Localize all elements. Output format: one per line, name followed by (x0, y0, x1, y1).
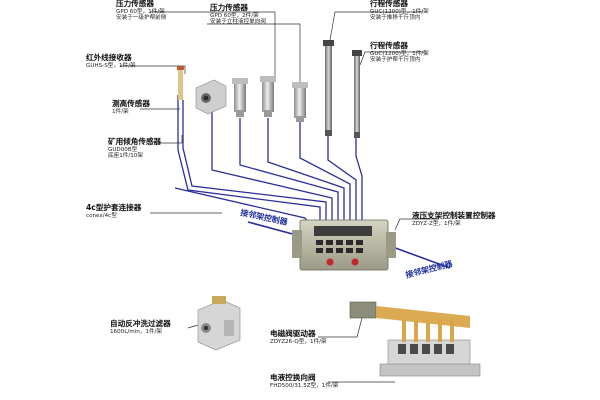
stroke-sensor-1-mount: 安装于推移千斤顶内 (370, 15, 421, 22)
controller-box (292, 219, 396, 271)
stroke-sensor-2-label: 行程传感器 GUC(1200)型，1件/架 安装于护帮千斤顶内 (370, 41, 429, 64)
ir-receiver-title: 红外线接收器 (86, 53, 132, 62)
stroke-sensor-1-title: 行程传感器 (370, 0, 408, 8)
stroke-sensor-1-spec: GUC(1200)型，1件/架 (370, 8, 429, 15)
connector-title: 4c型护套连接器 (86, 203, 142, 212)
angle-sensor (195, 79, 227, 115)
connector-spec: conex/4c型 (86, 212, 117, 219)
valve-spec: FHD500/31.5Z型，1件/架 (270, 382, 339, 389)
stroke-sensor-2-mount: 安装于护帮千斤顶内 (370, 57, 421, 64)
solenoid-driver (349, 301, 470, 328)
controller-title: 液压支架控制装置控制器 (412, 211, 496, 220)
controller-spec: ZDYZ-Z型，1件/架 (412, 220, 461, 227)
connector-label: 4c型护套连接器 conex/4c型 (86, 203, 142, 219)
pressure-sensor-1 (232, 78, 248, 117)
filter-block (197, 296, 241, 351)
angle-sensor-spec: GUD00B型 (108, 146, 138, 153)
pressure-sensor-3 (292, 82, 308, 122)
driver-spec: ZDYZ26-Q型，1件/架 (270, 338, 327, 345)
neighbor-cables (247, 221, 451, 269)
filter-spec: 1600L/min，1件/架 (110, 328, 163, 335)
ir-receiver (177, 66, 184, 100)
valve-label: 电液控换向阀 FHD500/31.5Z型，1件/架 (270, 373, 339, 389)
angle-sensor-title: 矿用倾角传感器 (108, 137, 162, 146)
valve-title: 电液控换向阀 (270, 373, 316, 382)
stroke-sensor-rod-2 (352, 50, 362, 138)
pressure-sensor-2-label: 压力传感器 GPD 60型，2件/架 安装于立柱液控单向阀 (210, 3, 266, 26)
height-sensor-spec: 1件/架 (112, 108, 129, 115)
pressure-sensor-2-title: 压力传感器 (210, 3, 248, 12)
stroke-sensor-1-label: 行程传感器 GUC(1200)型，1件/架 安装于推移千斤顶内 (370, 0, 429, 22)
filter-label: 自动反冲洗过滤器 1600L/min，1件/架 (110, 319, 171, 335)
stroke-sensor-rod-1 (323, 40, 334, 136)
ir-receiver-label: 红外线接收器 GUHS-S型，1件/架 (86, 53, 136, 69)
pressure-sensor-1-label: 压力传感器 GPD 60型，1件/架 安装于一级护帮前侧 (116, 0, 166, 22)
valve-bank (379, 318, 481, 377)
angle-sensor-label: 矿用倾角传感器 GUD00B型 底座1件/10架 (108, 137, 162, 160)
driver-label: 电磁阀驱动器 ZDYZ26-Q型，1件/架 (270, 329, 327, 345)
pressure-sensor-1-spec: GPD 60型，1件/架 (116, 8, 165, 15)
stroke-sensor-2-spec: GUC(1200)型，1件/架 (370, 50, 429, 57)
height-sensor-label: 测高传感器 1件/架 (112, 99, 150, 115)
pressure-sensor-2-mount: 安装于立柱液控单向阀 (210, 19, 266, 26)
pressure-sensor-1-mount: 安装于一级护帮前侧 (116, 15, 167, 22)
filter-title: 自动反冲洗过滤器 (110, 319, 171, 328)
stroke-sensor-2-title: 行程传感器 (370, 41, 408, 50)
controller-label: 液压支架控制装置控制器 ZDYZ-Z型，1件/架 (412, 211, 496, 227)
pressure-sensor-1-title: 压力传感器 (116, 0, 154, 8)
driver-title: 电磁阀驱动器 (270, 329, 316, 338)
cable-bundle (174, 95, 363, 226)
angle-sensor-qty: 底座1件/10架 (108, 153, 143, 160)
pressure-sensor-2 (260, 76, 276, 117)
height-sensor-title: 测高传感器 (112, 99, 150, 108)
pressure-sensor-2-spec: GPD 60型，2件/架 (210, 12, 259, 19)
ir-receiver-spec: GUHS-S型，1件/架 (86, 62, 136, 69)
